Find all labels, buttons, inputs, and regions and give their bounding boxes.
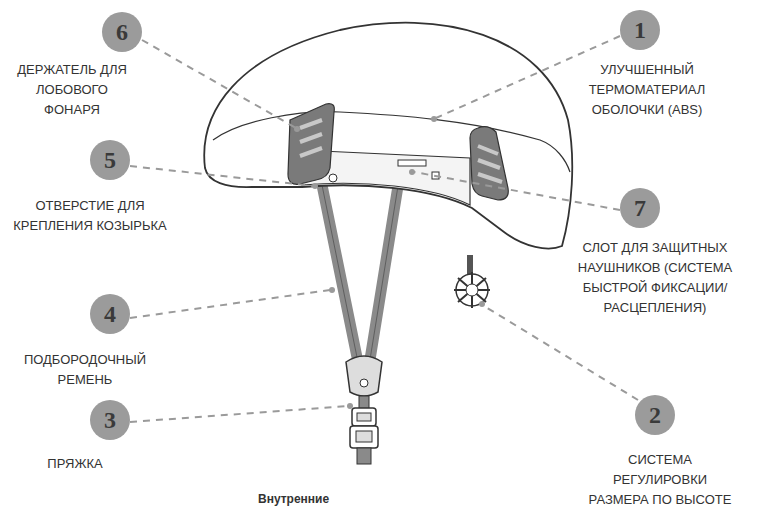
callout-circle: 5 (90, 140, 130, 180)
callout-number: 4 (104, 302, 116, 326)
part-label: ПОДБОРОДОЧНЫЙ РЕМЕНЬ (20, 350, 150, 390)
callout-circle: 6 (102, 12, 142, 52)
part-label: ПРЯЖКА (20, 454, 130, 474)
callout-number: 2 (649, 403, 661, 427)
callout-circle: 2 (635, 395, 675, 435)
buckle-callout: 3ПРЯЖКА (90, 400, 130, 440)
callout-number: 7 (634, 196, 646, 220)
adjustment-dial (454, 255, 490, 308)
lamp-holder-callout: 6ДЕРЖАТЕЛЬ ДЛЯ ЛОБОВОГО ФОНАРЯ (102, 12, 142, 52)
callout-number: 3 (104, 408, 116, 432)
callout-number: 1 (634, 18, 646, 42)
size-adjust-callout: 2СИСТЕМА РЕГУЛИРОВКИ РАЗМЕРА ПО ВЫСОТЕ (635, 395, 675, 435)
part-label: УЛУЧШЕННЫЙ ТЕРМОМАТЕРИАЛ ОБОЛОЧКИ (ABS) (572, 60, 722, 120)
view-caption: Внутренние (258, 492, 329, 506)
leader-dots (294, 116, 485, 409)
chin-strap (322, 185, 398, 372)
earmuff-slot-callout: 7СЛОТ ДЛЯ ЗАЩИТНЫХ НАУШНИКОВ (СИСТЕМА БЫ… (620, 188, 660, 228)
lamp-holder (288, 104, 334, 185)
strap-slider (346, 356, 382, 396)
callout-circle: 3 (90, 400, 130, 440)
helmet-shell (204, 23, 572, 249)
callout-number: 6 (116, 20, 128, 44)
callout-circle: 1 (620, 10, 660, 50)
leader-lines (130, 36, 638, 422)
part-label: ОТВЕРСТИЕ ДЛЯ КРЕПЛЕНИЯ КОЗЫРЬКА (10, 196, 170, 236)
buckle (352, 408, 376, 426)
part-label: ДЕРЖАТЕЛЬ ДЛЯ ЛОБОВОГО ФОНАРЯ (8, 60, 136, 120)
chin-strap-callout: 4ПОДБОРОДОЧНЫЙ РЕМЕНЬ (90, 294, 130, 334)
visor-hole-callout: 5ОТВЕРСТИЕ ДЛЯ КРЕПЛЕНИЯ КОЗЫРЬКА (90, 140, 130, 180)
shell-callout: 1УЛУЧШЕННЫЙ ТЕРМОМАТЕРИАЛ ОБОЛОЧКИ (ABS) (620, 10, 660, 50)
callout-circle: 4 (90, 294, 130, 334)
callout-circle: 7 (620, 188, 660, 228)
part-label: СЛОТ ДЛЯ ЗАЩИТНЫХ НАУШНИКОВ (СИСТЕМА БЫС… (570, 238, 740, 318)
callout-number: 5 (104, 148, 116, 172)
part-label: СИСТЕМА РЕГУЛИРОВКИ РАЗМЕРА ПО ВЫСОТЕ (585, 450, 735, 510)
